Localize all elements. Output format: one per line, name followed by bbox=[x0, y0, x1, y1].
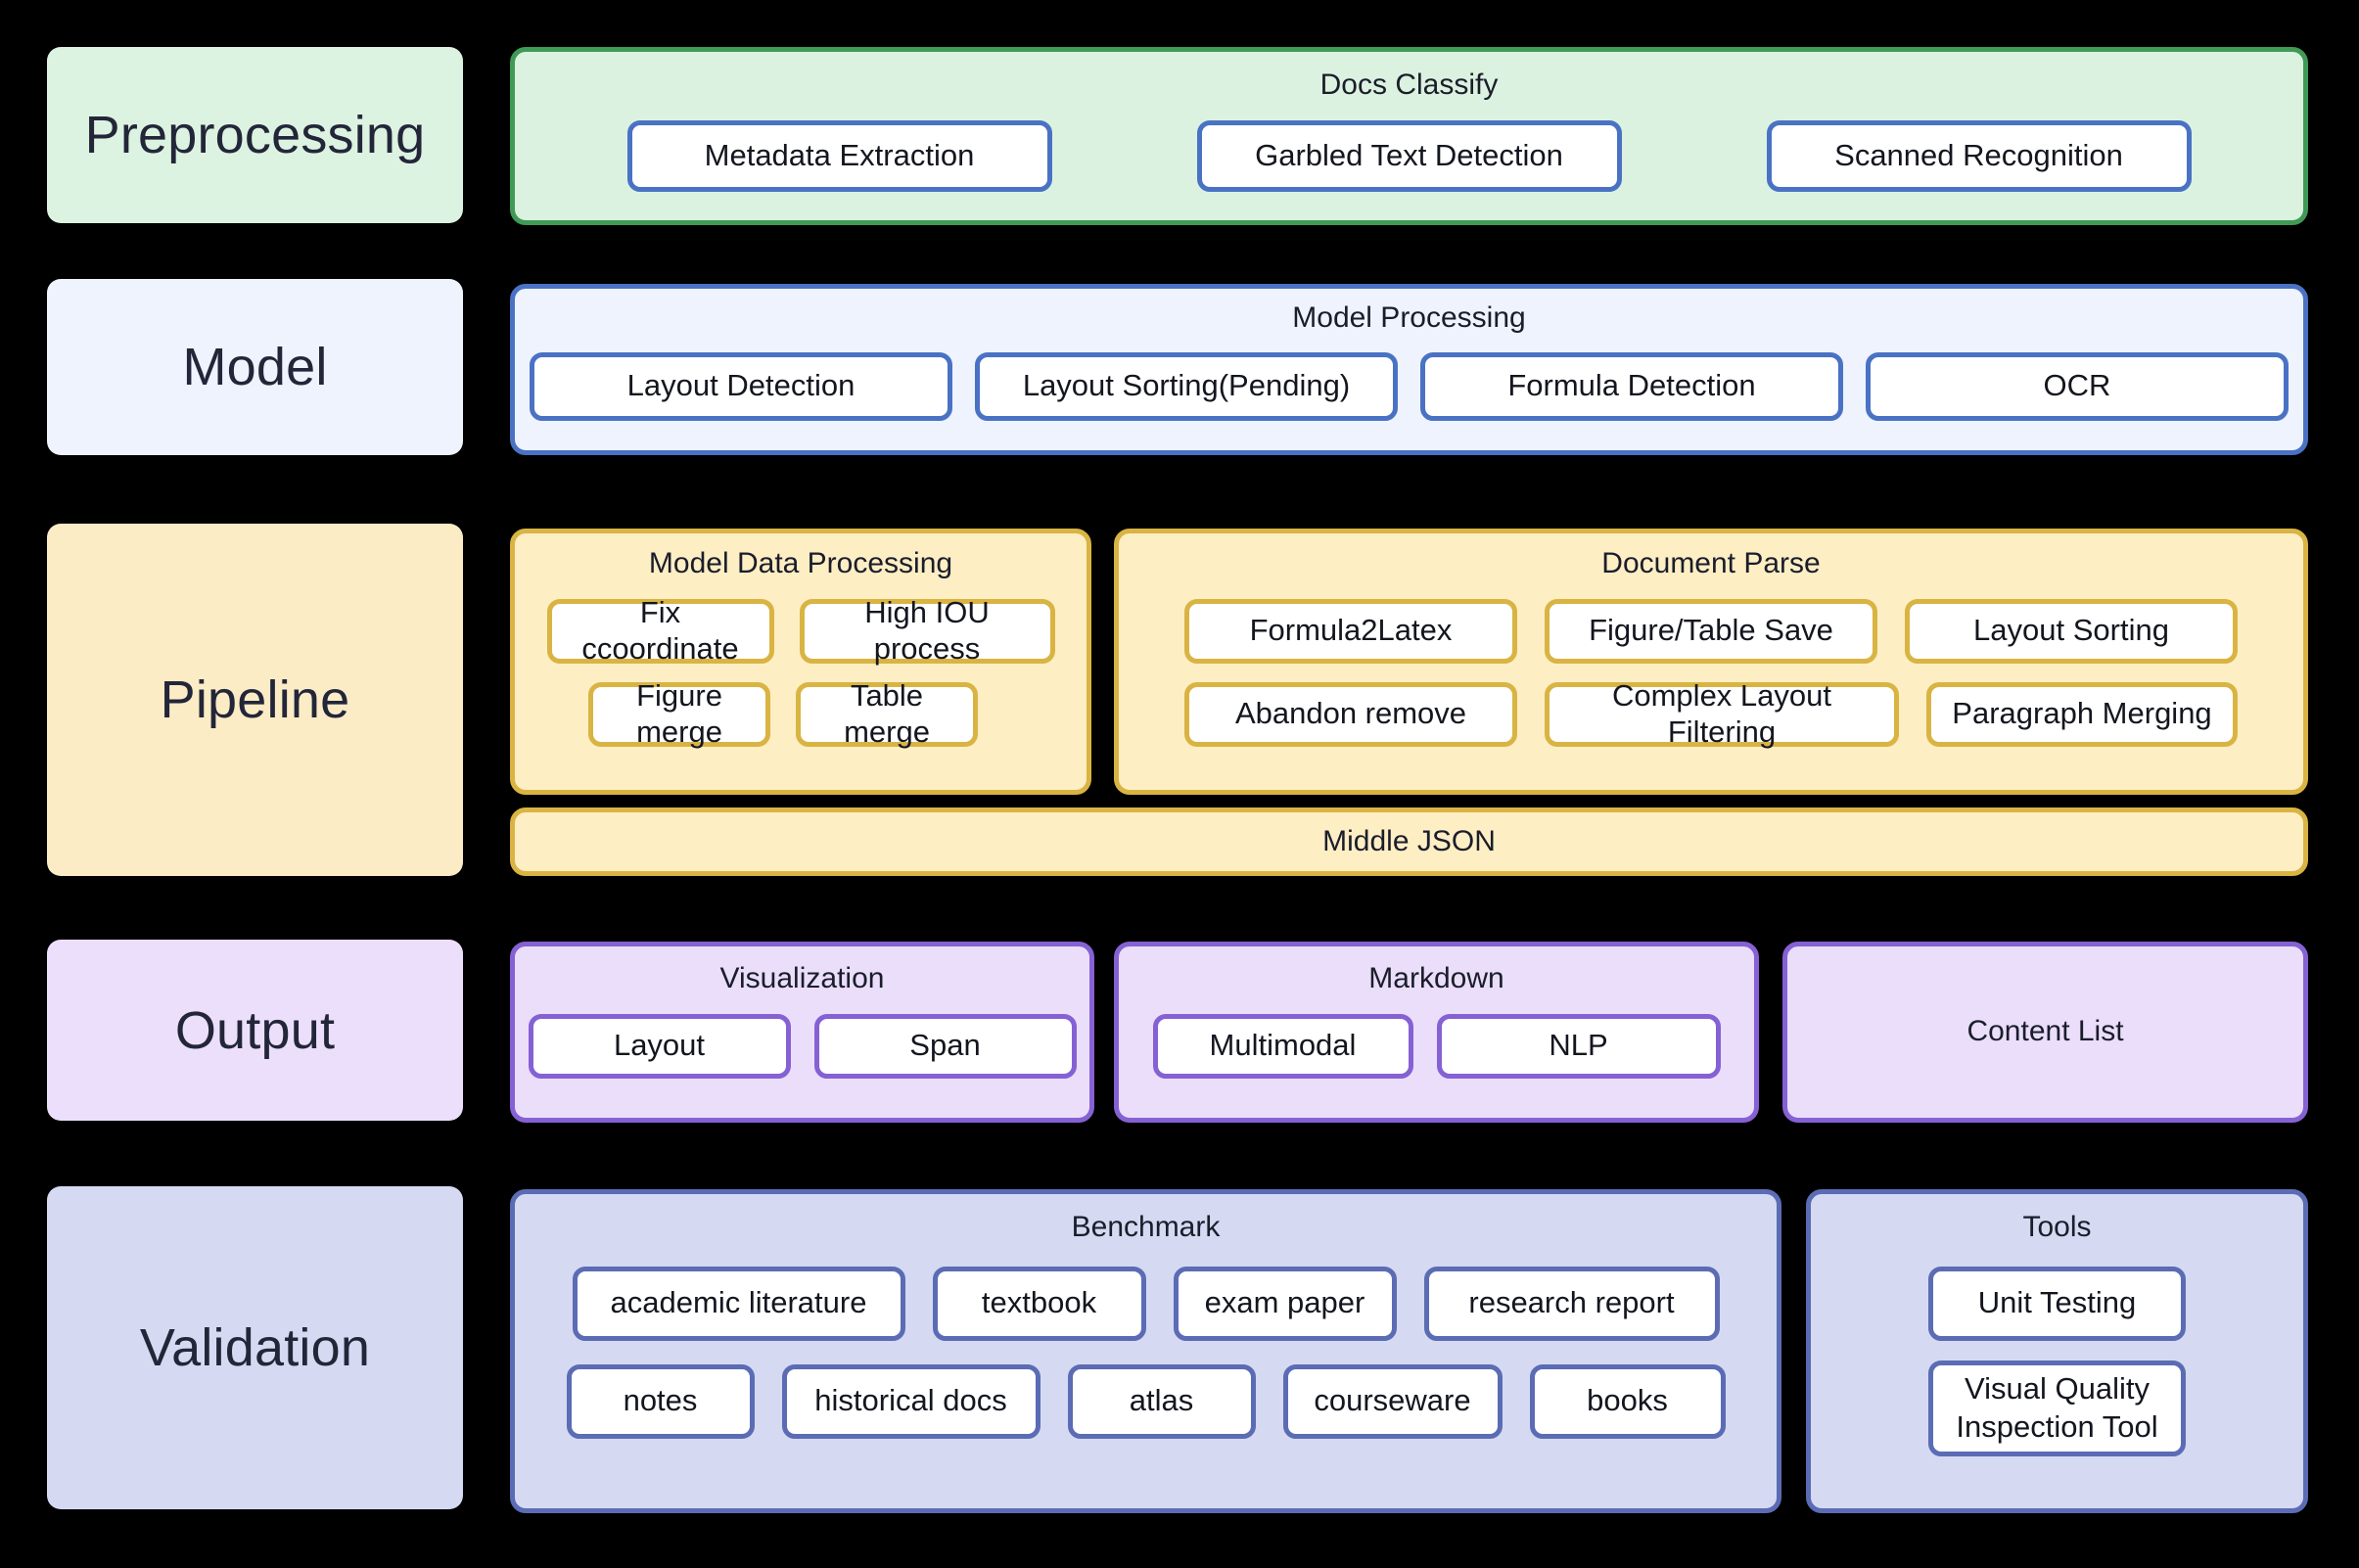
group-benchmark: Benchmark academic literature textbook e… bbox=[510, 1189, 1781, 1513]
chip-formula-detection[interactable]: Formula Detection bbox=[1420, 351, 1843, 421]
group-docs-classify: Docs Classify Metadata Extraction Garble… bbox=[510, 47, 2308, 225]
group-model-data-processing: Model Data Processing Fix ccoordinate Hi… bbox=[510, 529, 1091, 795]
stage-label-validation-text: Validation bbox=[139, 1318, 371, 1377]
group-content-list: Content List bbox=[1782, 942, 2308, 1123]
chip-textbook[interactable]: textbook bbox=[932, 1266, 1146, 1341]
group-title-document-parse: Document Parse bbox=[1601, 547, 1821, 579]
chip-formula2latex[interactable]: Formula2Latex bbox=[1184, 598, 1517, 664]
chip-layout-sorting-pending[interactable]: Layout Sorting(Pending) bbox=[975, 351, 1398, 421]
group-document-parse: Document Parse Formula2Latex Figure/Tabl… bbox=[1114, 529, 2308, 795]
stage-label-pipeline-text: Pipeline bbox=[160, 670, 350, 729]
visualization-chip-row: Layout Span bbox=[515, 1013, 1089, 1079]
chip-figure-table-save[interactable]: Figure/Table Save bbox=[1545, 598, 1877, 664]
group-visualization: Visualization Layout Span bbox=[510, 942, 1094, 1123]
stage-label-preprocessing-text: Preprocessing bbox=[84, 106, 426, 164]
group-title-markdown: Markdown bbox=[1368, 962, 1504, 994]
chip-multimodal[interactable]: Multimodal bbox=[1152, 1013, 1413, 1079]
group-title-tools: Tools bbox=[2022, 1211, 2092, 1243]
group-middle-json: Middle JSON bbox=[510, 807, 2308, 876]
group-title-model-data-processing: Model Data Processing bbox=[648, 547, 953, 579]
chip-fix-ccoordinate[interactable]: Fix ccoordinate bbox=[546, 595, 774, 666]
chip-exam-paper[interactable]: exam paper bbox=[1173, 1266, 1397, 1341]
benchmark-chip-row-2: notes historical docs atlas courseware b… bbox=[515, 1363, 1777, 1439]
chip-notes[interactable]: notes bbox=[566, 1363, 755, 1439]
chip-span[interactable]: Span bbox=[813, 1013, 1077, 1079]
docs-classify-chip-row: Metadata Extraction Garbled Text Detecti… bbox=[515, 119, 2303, 192]
chip-academic-literature[interactable]: academic literature bbox=[572, 1266, 905, 1341]
chip-high-iou-process[interactable]: High IOU process bbox=[799, 595, 1055, 666]
benchmark-chip-row-1: academic literature textbook exam paper … bbox=[515, 1266, 1777, 1341]
chip-garbled-text-detection[interactable]: Garbled Text Detection bbox=[1196, 119, 1622, 192]
stage-label-pipeline: Pipeline bbox=[47, 524, 463, 876]
chip-figure-merge[interactable]: Figure merge bbox=[588, 678, 770, 749]
chip-layout-sorting[interactable]: Layout Sorting bbox=[1905, 598, 2238, 664]
group-title-visualization: Visualization bbox=[719, 962, 885, 994]
group-title-model-processing: Model Processing bbox=[1292, 301, 1526, 334]
group-markdown: Markdown Multimodal NLP bbox=[1114, 942, 1759, 1123]
stage-label-preprocessing: Preprocessing bbox=[47, 47, 463, 223]
model-processing-chip-row: Layout Detection Layout Sorting(Pending)… bbox=[515, 351, 2303, 421]
stage-label-validation: Validation bbox=[47, 1186, 463, 1509]
chip-metadata-extraction[interactable]: Metadata Extraction bbox=[626, 119, 1052, 192]
stage-label-model-text: Model bbox=[182, 338, 328, 396]
chip-nlp[interactable]: NLP bbox=[1436, 1013, 1721, 1079]
chip-books[interactable]: books bbox=[1529, 1363, 1726, 1439]
group-title-content-list: Content List bbox=[1966, 1015, 2124, 1048]
chip-atlas[interactable]: atlas bbox=[1067, 1363, 1256, 1439]
chip-historical-docs[interactable]: historical docs bbox=[781, 1363, 1041, 1439]
chip-layout[interactable]: Layout bbox=[528, 1013, 791, 1079]
chip-visual-quality-inspection-tool[interactable]: Visual Quality Inspection Tool bbox=[1928, 1360, 2186, 1456]
chip-layout-detection[interactable]: Layout Detection bbox=[530, 351, 952, 421]
tools-chip-column: Unit Testing Visual Quality Inspection T… bbox=[1811, 1266, 2303, 1456]
chip-table-merge[interactable]: Table merge bbox=[796, 678, 978, 749]
stage-label-output-text: Output bbox=[174, 1000, 336, 1060]
stage-label-model: Model bbox=[47, 279, 463, 455]
group-tools: Tools Unit Testing Visual Quality Inspec… bbox=[1806, 1189, 2308, 1513]
chip-research-report[interactable]: research report bbox=[1423, 1266, 1720, 1341]
chip-abandon-remove[interactable]: Abandon remove bbox=[1184, 681, 1517, 747]
chip-scanned-recognition[interactable]: Scanned Recognition bbox=[1766, 119, 2192, 192]
chip-complex-layout-filtering[interactable]: Complex Layout Filtering bbox=[1545, 678, 1899, 749]
document-parse-chip-grid: Formula2Latex Figure/Table Save Layout S… bbox=[1119, 598, 2303, 749]
group-title-middle-json: Middle JSON bbox=[1322, 824, 1496, 857]
chip-paragraph-merging[interactable]: Paragraph Merging bbox=[1926, 681, 2238, 747]
stage-label-output: Output bbox=[47, 940, 463, 1121]
chip-ocr[interactable]: OCR bbox=[1866, 351, 2289, 421]
chip-unit-testing[interactable]: Unit Testing bbox=[1928, 1266, 2186, 1341]
chip-courseware[interactable]: courseware bbox=[1282, 1363, 1503, 1439]
group-title-benchmark: Benchmark bbox=[1071, 1211, 1221, 1243]
model-data-processing-chip-grid: Fix ccoordinate High IOU process Figure … bbox=[515, 595, 1087, 749]
markdown-chip-row: Multimodal NLP bbox=[1119, 1013, 1754, 1079]
group-model-processing: Model Processing Layout Detection Layout… bbox=[510, 284, 2308, 455]
group-title-docs-classify: Docs Classify bbox=[1319, 69, 1499, 101]
